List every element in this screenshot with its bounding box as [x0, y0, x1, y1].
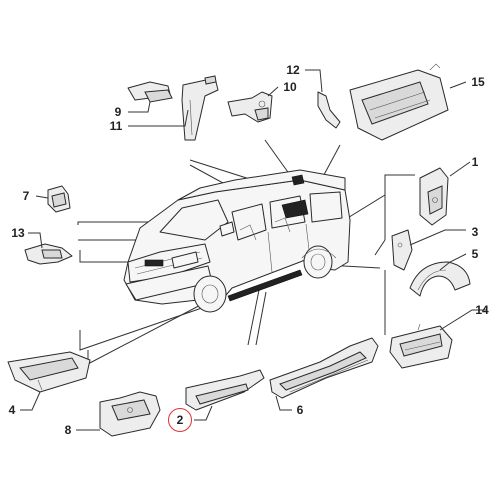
- callout-7: 7: [22, 189, 30, 203]
- part-2: [185, 369, 265, 411]
- part-4: [7, 351, 91, 393]
- callout-5: 5: [471, 247, 479, 261]
- callout-12: 12: [286, 63, 300, 77]
- callout-3: 3: [471, 225, 479, 239]
- part-5: [409, 261, 471, 297]
- part-12: [317, 91, 341, 129]
- callout-4: 4: [8, 403, 16, 417]
- part-14: [389, 323, 453, 369]
- label-leaders: [20, 69, 486, 431]
- part-10: [227, 91, 273, 123]
- callout-15: 15: [471, 75, 485, 89]
- callout-1: 1: [471, 155, 479, 169]
- leader-lines: [77, 139, 415, 366]
- callout-2-highlighted: 2: [168, 408, 192, 432]
- callout-9: 9: [114, 105, 122, 119]
- callout-11: 11: [109, 119, 123, 133]
- callout-14: 14: [475, 303, 489, 317]
- van-illustration: [123, 169, 351, 313]
- part-6: [269, 337, 379, 399]
- part-15: [349, 63, 449, 141]
- callout-8: 8: [64, 423, 72, 437]
- part-7: [47, 185, 71, 213]
- part-1: [419, 167, 449, 226]
- part-13: [24, 243, 73, 265]
- callout-6: 6: [296, 403, 304, 417]
- callout-10: 10: [283, 80, 297, 94]
- part-9: [127, 81, 173, 103]
- part-11: [181, 75, 219, 141]
- part-3: [391, 229, 413, 271]
- part-8: [99, 391, 161, 437]
- callout-13: 13: [11, 226, 25, 240]
